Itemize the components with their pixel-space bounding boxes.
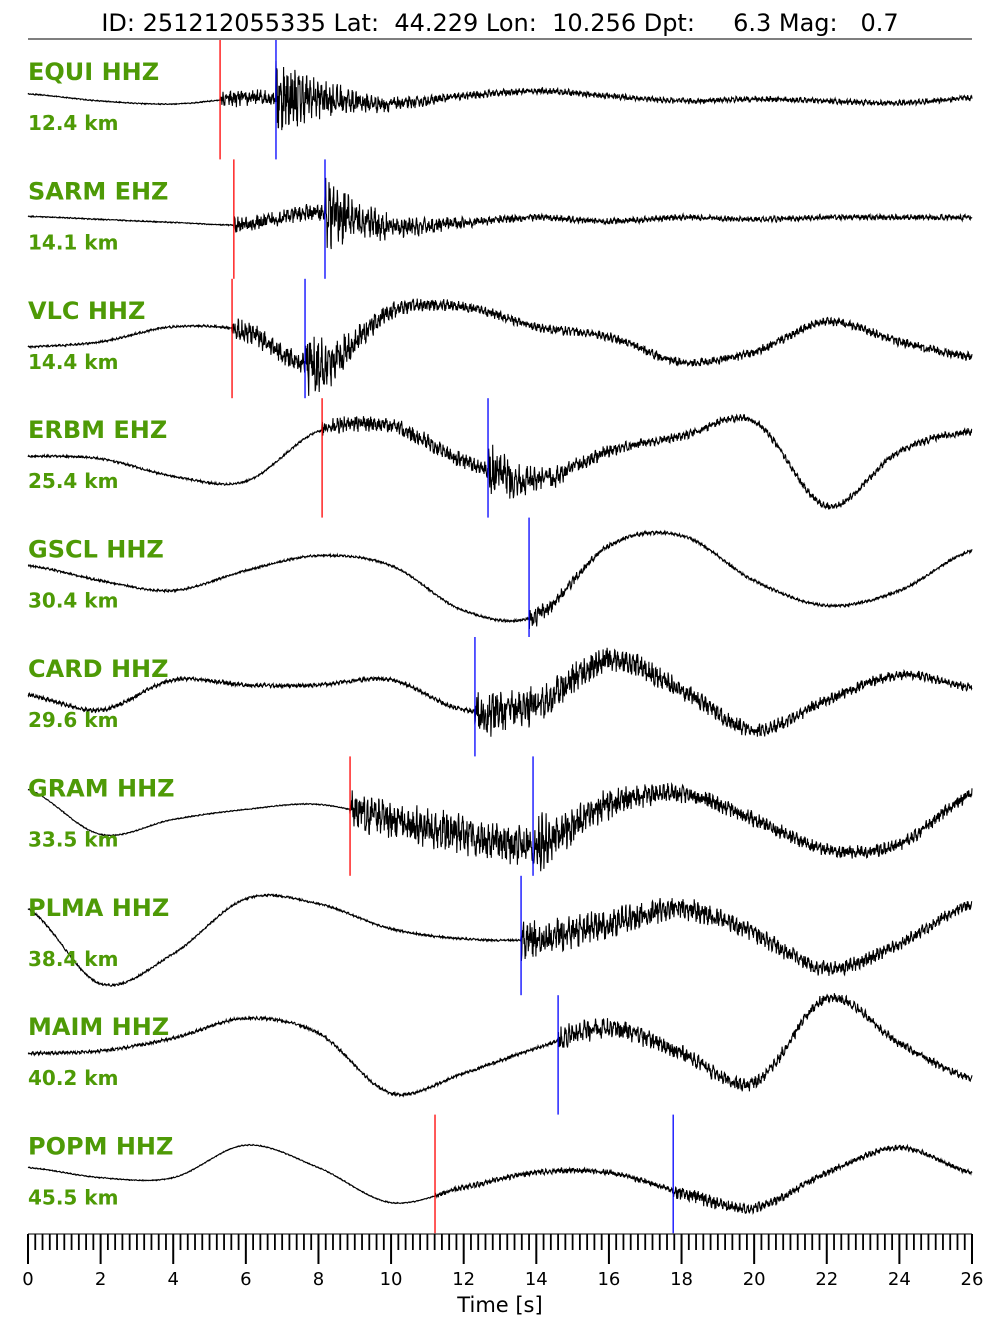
x-tick-label: 16 bbox=[597, 1269, 620, 1290]
x-tick-label: 2 bbox=[95, 1269, 106, 1290]
station-label: GSCL HHZ bbox=[28, 536, 164, 564]
waveform-line bbox=[27, 781, 973, 872]
trace-panel: CARD HHZ 29.6 km bbox=[27, 637, 973, 757]
distance-label: 29.6 km bbox=[28, 708, 118, 732]
x-tick-label: 6 bbox=[240, 1269, 251, 1290]
x-tick-label: 4 bbox=[168, 1269, 179, 1290]
station-label: POPM HHZ bbox=[28, 1133, 173, 1161]
distance-label: 25.4 km bbox=[28, 469, 118, 493]
station-label: GRAM HHZ bbox=[28, 774, 175, 802]
x-axis-label: Time [s] bbox=[456, 1293, 542, 1317]
x-tick-label: 12 bbox=[452, 1269, 475, 1290]
distance-label: 40.2 km bbox=[28, 1066, 118, 1090]
x-tick-label: 0 bbox=[22, 1269, 33, 1290]
station-label: ERBM EHZ bbox=[28, 416, 167, 444]
waveform-line bbox=[27, 298, 973, 396]
waveform-line bbox=[27, 60, 973, 131]
distance-label: 14.4 km bbox=[28, 350, 118, 374]
x-tick-label: 10 bbox=[380, 1269, 403, 1290]
distance-label: 38.4 km bbox=[28, 947, 118, 971]
trace-panel: POPM HHZ 45.5 km bbox=[27, 1114, 973, 1234]
waveform-line bbox=[27, 647, 973, 737]
distance-label: 45.5 km bbox=[28, 1186, 118, 1210]
waveform-line bbox=[27, 893, 973, 988]
station-label: MAIM HHZ bbox=[28, 1013, 169, 1041]
trace-panel: ERBM EHZ 25.4 km bbox=[27, 398, 973, 518]
traces-group: EQUI HHZ 12.4 km SARM EHZ 14.1 km VLC HHZ 14.… bbox=[27, 40, 973, 1234]
station-label: SARM EHZ bbox=[28, 177, 168, 205]
distance-label: 14.1 km bbox=[28, 230, 118, 254]
distance-label: 30.4 km bbox=[28, 589, 118, 613]
trace-panel: EQUI HHZ 12.4 km bbox=[27, 40, 973, 160]
trace-panel: PLMA HHZ 38.4 km bbox=[27, 875, 973, 996]
x-tick-label: 26 bbox=[961, 1269, 984, 1290]
waveform-line bbox=[27, 1143, 973, 1216]
station-label: PLMA HHZ bbox=[28, 894, 169, 922]
station-label: VLC HHZ bbox=[28, 297, 145, 325]
x-tick-label: 20 bbox=[743, 1269, 766, 1290]
waveform-line bbox=[27, 413, 973, 510]
x-tick-label: 8 bbox=[313, 1269, 324, 1290]
x-tick-label: 14 bbox=[525, 1269, 548, 1290]
x-tick-label: 24 bbox=[888, 1269, 911, 1290]
x-tick-label: 18 bbox=[670, 1269, 693, 1290]
x-tick-label: 22 bbox=[815, 1269, 838, 1290]
trace-panel: GRAM HHZ 33.5 km bbox=[27, 756, 973, 876]
distance-label: 33.5 km bbox=[28, 827, 118, 851]
waveform-line bbox=[27, 529, 973, 630]
waveform-line bbox=[27, 993, 973, 1098]
trace-panel: SARM EHZ 14.1 km bbox=[27, 159, 973, 279]
station-label: CARD HHZ bbox=[28, 655, 169, 683]
waveform-line bbox=[27, 177, 973, 250]
distance-label: 12.4 km bbox=[28, 111, 118, 135]
trace-panel: GSCL HHZ 30.4 km bbox=[27, 517, 973, 637]
trace-panel: VLC HHZ 14.4 km bbox=[27, 278, 973, 399]
station-label: EQUI HHZ bbox=[28, 58, 159, 86]
chart-title: ID: 251212055335 Lat: 44.229 Lon: 10.256… bbox=[101, 9, 898, 37]
trace-panel: MAIM HHZ 40.2 km bbox=[27, 993, 973, 1115]
